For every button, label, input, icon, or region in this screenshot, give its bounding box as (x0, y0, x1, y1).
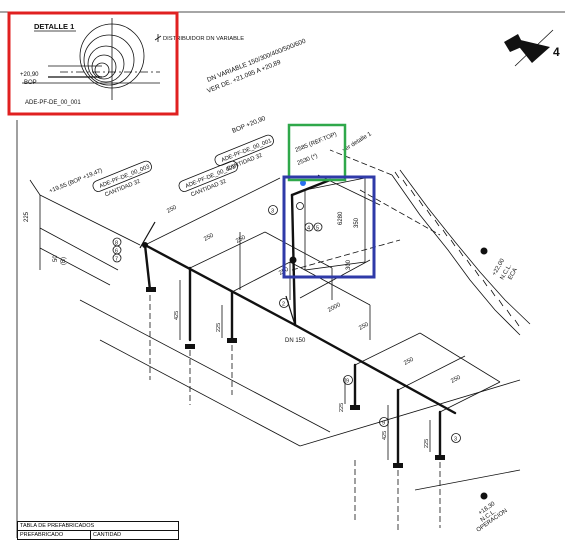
detail-note: DISTRIBUIDOR DN VARIABLE (163, 36, 244, 42)
elevation-bottom: +18,30 N.C.L. OPERACION (476, 492, 509, 534)
svg-text:6: 6 (115, 249, 118, 255)
svg-text:4: 4 (553, 45, 560, 59)
marker-6: 6 (112, 245, 122, 255)
piping: 225 50 (B) 425 225 225 425 225 (24, 174, 521, 530)
prefab-table-title: TABLA DE PREFABRICADOS (18, 522, 178, 531)
svg-text:225: 225 (424, 439, 430, 448)
marker-5: 5 (313, 222, 323, 232)
detail-bop: BOP (24, 80, 37, 86)
elev-22-eca: ECA (508, 267, 519, 281)
marker-9-b: 9 (379, 417, 389, 427)
label-250-b: 250 (203, 232, 215, 242)
elevation-top: +22,00 N.C.L. ECA (480, 247, 519, 281)
label-250-e: 250 (358, 321, 370, 331)
marker-8: 8 (112, 237, 122, 247)
highlight-box-red (7, 11, 179, 116)
svg-text:9: 9 (346, 379, 349, 385)
svg-text:3: 3 (271, 209, 274, 215)
marker-7: 7 (112, 253, 122, 263)
svg-text:5: 5 (316, 226, 319, 232)
svg-text:425: 425 (382, 431, 388, 440)
label-350: 350 (354, 217, 360, 228)
marker-3: 3 (268, 205, 278, 215)
svg-text:225: 225 (24, 211, 30, 222)
prefab-col-prefabricado: PREFABRICADO (18, 531, 91, 539)
detail-1: DETALLE 1 +20,90 BOP ADE-PF-DE_00_001 DI… (20, 18, 244, 106)
prefab-col-cantidad: CANTIDAD (93, 532, 122, 538)
svg-text:4: 4 (307, 226, 310, 232)
svg-text:225: 225 (339, 403, 345, 412)
detail-elev: +20,90 (20, 72, 39, 78)
main-labels: DN VARIABLE 150/300/400/500/600 VER DE. … (49, 38, 463, 385)
label-250-a: 250 (235, 234, 247, 244)
label-ver-detalle: ver detalle 1 (342, 131, 373, 154)
label-dn-variable: DN VARIABLE 150/300/400/500/600 (206, 38, 307, 84)
label-bop-elev: BOP +20,90 (231, 115, 267, 135)
embankment (329, 149, 531, 336)
label-6280: 6280 (338, 211, 344, 225)
label-250-c: 250 (166, 204, 178, 214)
label-250-g: 250 (450, 374, 462, 384)
detail-ref: ADE-PF-DE_00_001 (25, 100, 81, 106)
prefab-table: TABLA DE PREFABRICADOS PREFABRICADO CANT… (17, 521, 179, 540)
marker-3-b: 3 (451, 433, 461, 443)
svg-text:8: 8 (115, 241, 118, 247)
label-2000: 2000 (327, 302, 342, 314)
prefab-table-header: PREFABRICADO CANTIDAD (18, 531, 178, 539)
marker-4: 4 (304, 222, 314, 232)
svg-text:2: 2 (282, 302, 285, 308)
label-300: 300 (346, 259, 352, 270)
svg-text:225: 225 (216, 323, 222, 332)
svg-text:425: 425 (174, 311, 180, 320)
svg-text:9: 9 (382, 421, 385, 427)
highlight-box-blue (282, 175, 376, 279)
callout-1: ADE-PF-DE_00_003 CANTIDAD 32 (92, 160, 152, 198)
detail-title: DETALLE 1 (34, 22, 74, 31)
markers: 8 6 7 3 2 4 5 9 (112, 180, 461, 443)
marker-3-c (296, 202, 304, 210)
label-2530: 2530 (*) (297, 153, 319, 167)
svg-text:3: 3 (454, 437, 457, 443)
svg-text:7: 7 (115, 257, 118, 263)
north-arrow-icon: 4 (504, 29, 560, 67)
marker-2: 2 (279, 298, 289, 308)
label-250-f: 250 (403, 356, 415, 366)
svg-text:(B): (B) (61, 257, 67, 265)
marker-9: 9 (343, 375, 353, 385)
label-dn150: DN 150 (285, 338, 306, 344)
highlight-box-green (287, 123, 347, 182)
svg-text:50: 50 (53, 255, 59, 262)
